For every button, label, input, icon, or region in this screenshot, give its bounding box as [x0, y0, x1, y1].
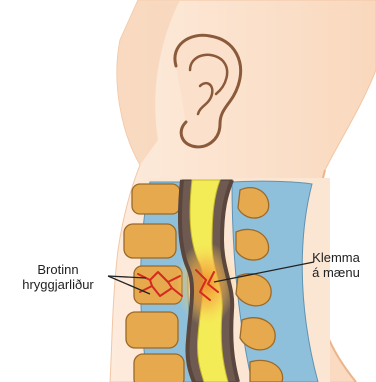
- spinal-cord-compression-label: Klemma á mænu: [296, 250, 376, 280]
- spinal-cord-compression-label-line1: Klemma: [296, 250, 376, 265]
- fractured-vertebra-label: Brotinn hryggjarliður: [2, 262, 114, 292]
- spinal-cord-compression-label-line2: á mænu: [296, 265, 376, 280]
- fractured-vertebra-label-line2: hryggjarliður: [2, 277, 114, 292]
- fractured-vertebra-label-line1: Brotinn: [2, 262, 114, 277]
